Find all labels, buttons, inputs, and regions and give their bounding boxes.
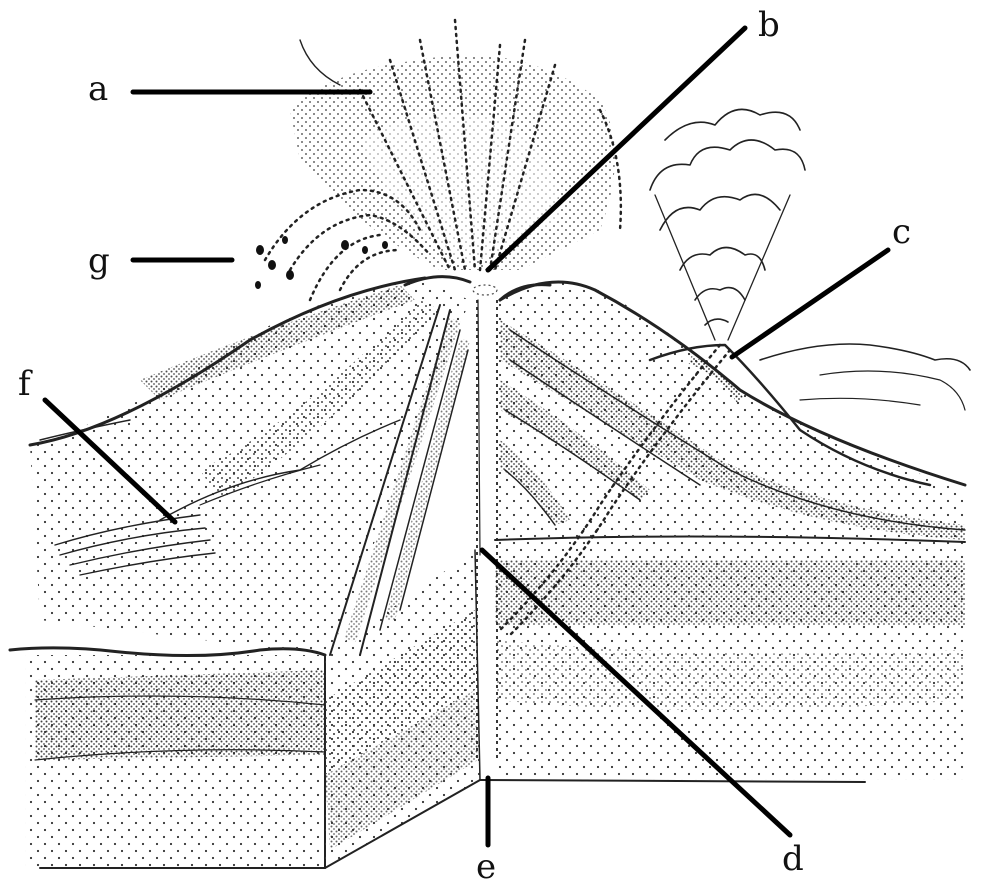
secondary-plume	[650, 109, 805, 340]
label-g: g	[88, 241, 110, 281]
label-f: f	[18, 364, 33, 404]
label-b: b	[758, 5, 780, 45]
main-cone-left	[30, 278, 470, 655]
label-e: e	[476, 847, 496, 883]
ground-block-left	[10, 648, 325, 868]
label-d: d	[782, 839, 804, 879]
label-c: c	[892, 212, 911, 252]
label-a: a	[88, 69, 108, 109]
eruption-column	[290, 20, 621, 270]
leader-line-c	[732, 250, 888, 357]
main-cone-right	[495, 282, 965, 540]
ground-block-right	[480, 536, 965, 782]
main-vent-conduit	[477, 300, 497, 760]
